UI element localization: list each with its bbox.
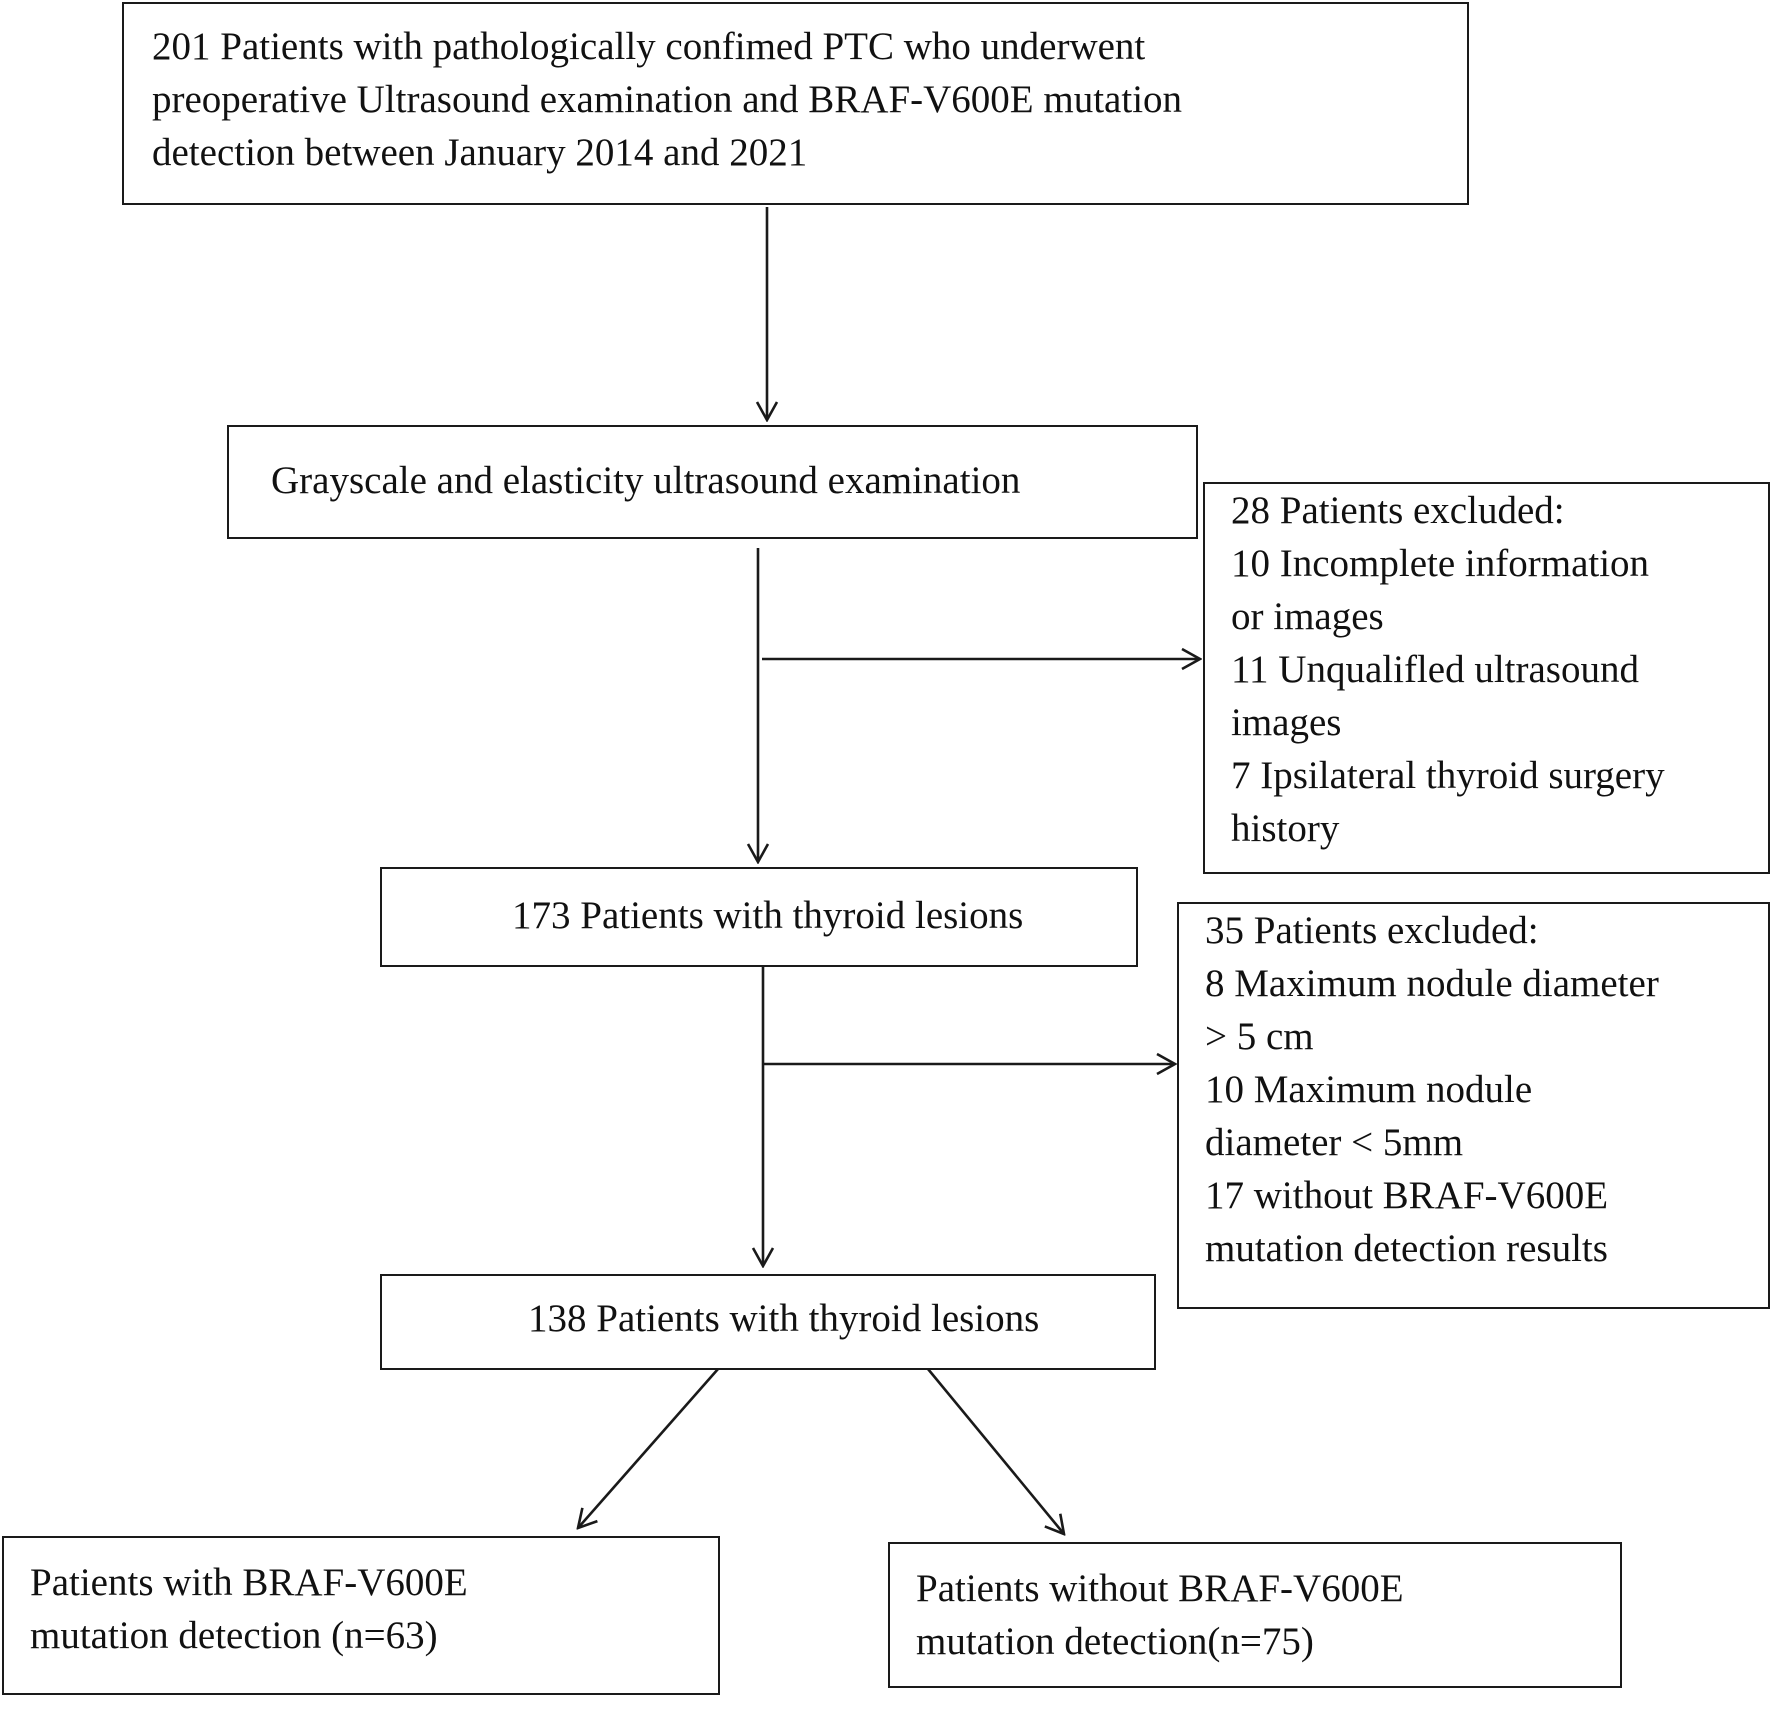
braf-negative-text-line: mutation detection(n=75) — [916, 1620, 1314, 1663]
braf-positive-box: Patients with BRAF-V600E mutation detect… — [2, 1536, 720, 1695]
patients-138-text: 138 Patients with thyroid lesions — [528, 1297, 1040, 1340]
exclusion-35-text-line: diameter < 5mm — [1205, 1121, 1464, 1164]
exclusion-box-35: 35 Patients excluded: 8 Maximum nodule d… — [1177, 902, 1770, 1309]
exclusion-28-text-line: or images — [1231, 595, 1384, 638]
initial-cohort-text-line: 201 Patients with pathologically confime… — [152, 25, 1146, 68]
exclusion-35-text-line: mutation detection results — [1205, 1227, 1608, 1270]
exclusion-35-text-line: 17 without BRAF-V600E — [1205, 1174, 1609, 1217]
braf-positive-text-line: mutation detection (n=63) — [30, 1614, 438, 1657]
initial-cohort-box: 201 Patients with pathologically confime… — [122, 2, 1469, 205]
patients-173-box: 173 Patients with thyroid lesions — [380, 867, 1138, 967]
patients-138-box: 138 Patients with thyroid lesions — [380, 1274, 1156, 1370]
exclusion-35-text-line: 35 Patients excluded: — [1205, 909, 1539, 952]
arrow-138-to-braf-positive — [578, 1368, 719, 1528]
exclusion-35-text-line: 8 Maximum nodule diameter — [1205, 962, 1659, 1005]
initial-cohort-text-line: detection between January 2014 and 2021 — [152, 131, 808, 174]
ultrasound-exam-text: Grayscale and elasticity ultrasound exam… — [271, 459, 1021, 502]
exclusion-28-text-line: history — [1231, 807, 1340, 850]
braf-positive-text-line: Patients with BRAF-V600E — [30, 1561, 468, 1604]
exclusion-box-28: 28 Patients excluded: 10 Incomplete info… — [1203, 482, 1770, 874]
exclusion-28-text-line: 28 Patients excluded: — [1231, 489, 1565, 532]
exclusion-35-text-line: 10 Maximum nodule — [1205, 1068, 1533, 1111]
braf-negative-text-line: Patients without BRAF-V600E — [916, 1567, 1404, 1610]
ultrasound-exam-box: Grayscale and elasticity ultrasound exam… — [227, 425, 1198, 539]
exclusion-28-text-line: 11 Unqualifled ultrasound — [1231, 648, 1639, 691]
braf-negative-box: Patients without BRAF-V600E mutation det… — [888, 1542, 1622, 1688]
initial-cohort-text-line: preoperative Ultrasound examination and … — [152, 78, 1183, 121]
exclusion-28-text-line: 10 Incomplete information — [1231, 542, 1650, 585]
exclusion-28-text-line: images — [1231, 701, 1342, 744]
arrow-138-to-braf-negative — [926, 1368, 1064, 1534]
exclusion-28-text-line: 7 Ipsilateral thyroid surgery — [1231, 754, 1665, 797]
patients-173-text: 173 Patients with thyroid lesions — [512, 894, 1024, 937]
exclusion-35-text-line: > 5 cm — [1205, 1015, 1314, 1058]
